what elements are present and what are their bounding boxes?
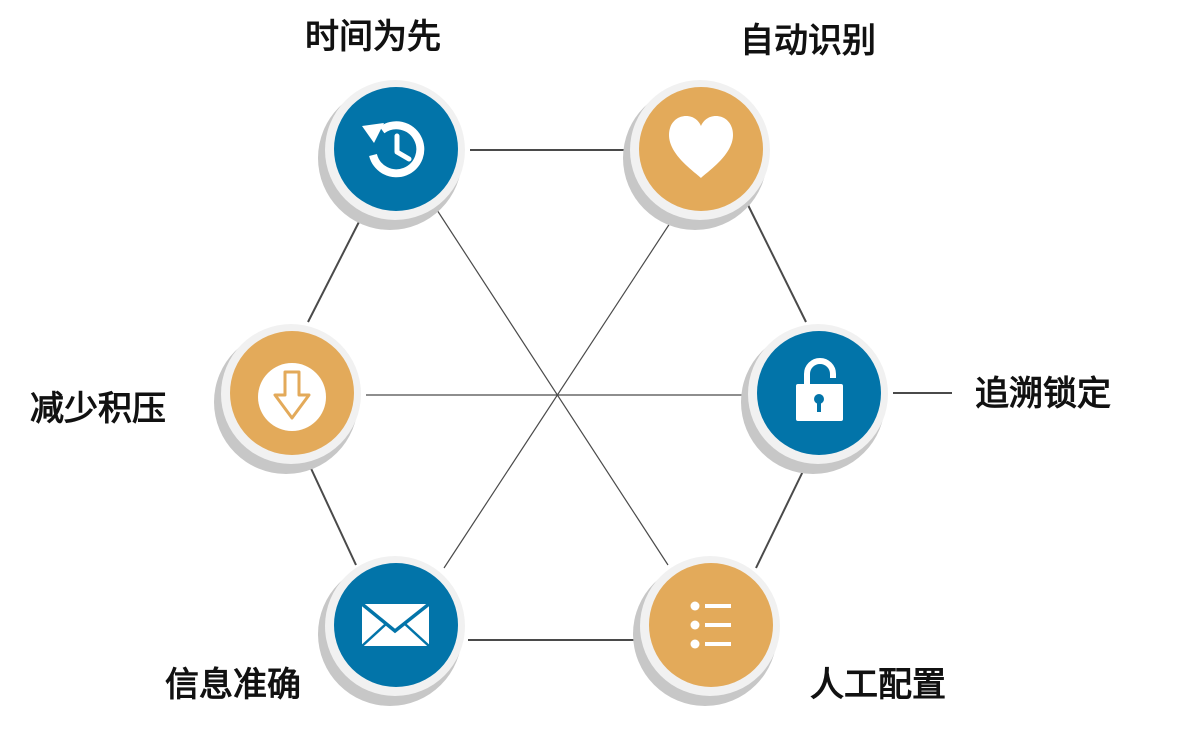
node-trace-lock: 追溯锁定	[741, 324, 1111, 474]
edge-reduce-time	[307, 213, 364, 323]
edge-auto-trace	[747, 204, 807, 323]
node-label: 时间为先	[305, 17, 441, 57]
heart-icon	[669, 116, 733, 178]
connector-lines	[307, 149, 952, 641]
envelope-icon	[360, 602, 431, 647]
edge-trace-manual	[755, 464, 807, 569]
node-label: 追溯锁定	[975, 374, 1111, 414]
node-label: 信息准确	[165, 665, 301, 705]
lock-icon	[796, 358, 843, 421]
node-auto-identify: 自动识别	[623, 21, 876, 230]
history-icon	[362, 121, 425, 178]
node-label: 自动识别	[740, 21, 876, 61]
edge-info-reduce	[307, 461, 357, 566]
node-time-first: 时间为先	[305, 17, 465, 230]
diagonal-time-manual	[436, 209, 669, 566]
list-icon	[690, 601, 731, 649]
node-manual-config: 人工配置	[633, 556, 946, 706]
diagonal-auto-info	[443, 213, 677, 569]
node-reduce-backlog: 减少积压	[30, 324, 361, 474]
node-label: 人工配置	[810, 665, 946, 705]
node-label: 减少积压	[30, 389, 166, 429]
diagonal-lines	[366, 209, 744, 569]
download-icon	[258, 363, 326, 431]
node-accurate-info: 信息准确	[165, 556, 465, 706]
